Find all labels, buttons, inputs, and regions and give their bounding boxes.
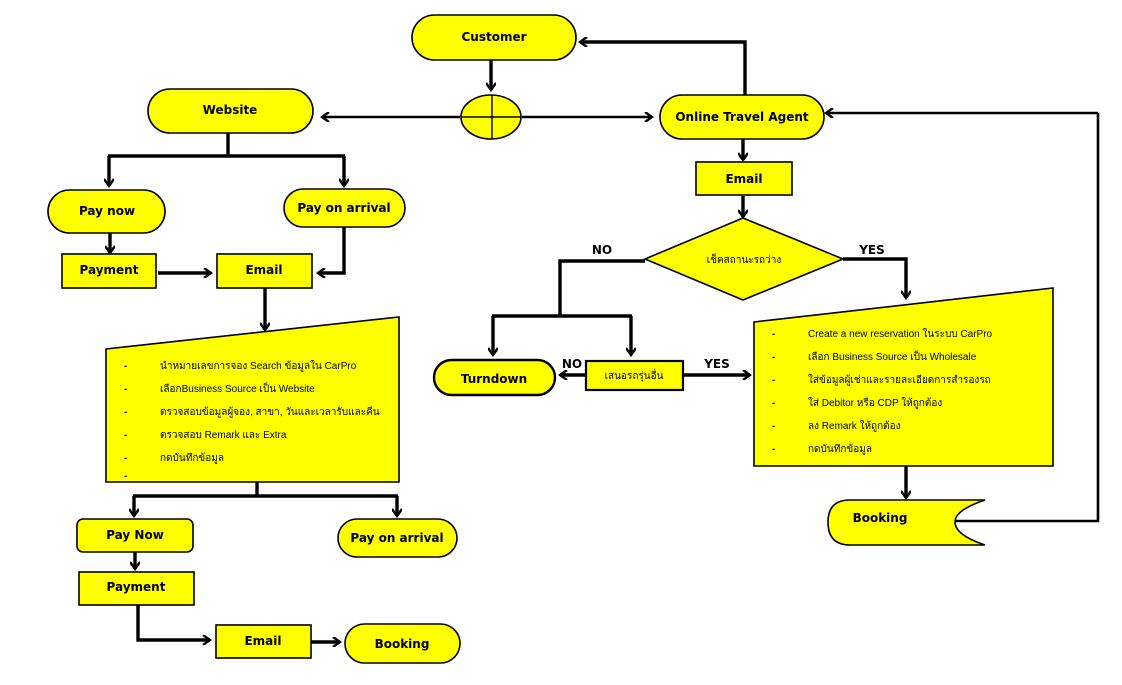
node-ota-email[interactable]: Email: [695, 161, 793, 196]
website-procedure-item: -กดบันทึกข้อมูล: [124, 453, 224, 464]
svg-text:Booking: Booking: [853, 511, 908, 525]
svg-text:เช็คสถานะรถว่าง: เช็คสถานะรถว่าง: [707, 252, 782, 266]
node-bottom-pay-on-arrival[interactable]: Pay on arrival: [337, 518, 458, 558]
svg-text:Website: Website: [203, 103, 258, 117]
node-customer[interactable]: Customer: [411, 14, 577, 61]
ota-procedure-item: -กดบันทึกข้อมูล: [772, 444, 872, 455]
svg-text:Payment: Payment: [80, 263, 139, 277]
svg-text:Email: Email: [725, 172, 762, 186]
node-turndown[interactable]: Turndown: [432, 358, 557, 397]
node-offer-other-model[interactable]: เสนอรถรุ่นอื่น: [584, 359, 685, 392]
svg-text:Pay on arrival: Pay on arrival: [297, 201, 390, 215]
node-web-payment[interactable]: Payment: [61, 253, 157, 289]
svg-text:Turndown: Turndown: [461, 372, 527, 386]
connector-ota-to-customer: [580, 42, 747, 95]
connector-decision-yes: [843, 257, 906, 298]
svg-text:เสนอรถรุ่นอื่น: เสนอรถรุ่นอื่น: [605, 368, 664, 382]
website-procedure-item: -นำหมายเลขการจอง Search ข้อมูลใน CarPro: [124, 361, 357, 372]
node-bottom-booking[interactable]: Booking: [344, 623, 461, 664]
website-procedure-item: -เลือกBusiness Source เป็น Website: [124, 384, 315, 395]
node-ota-booking[interactable]: Booking: [827, 499, 986, 546]
junction-symbol: [460, 94, 522, 140]
node-bottom-payment[interactable]: Payment: [78, 571, 195, 606]
connector-doc-split: [133, 482, 398, 498]
svg-text:Online Travel Agent: Online Travel Agent: [675, 110, 809, 124]
node-website[interactable]: Website: [147, 88, 314, 134]
ota-procedure-item: -ลง Remark ให้ถูกต้อง: [772, 421, 901, 432]
svg-text:Pay now: Pay now: [79, 204, 135, 218]
svg-text:Booking: Booking: [375, 637, 430, 651]
ota-procedure-list: -Create a new reservation ในระบบ CarPro …: [772, 323, 992, 461]
ota-procedure-document: [753, 287, 1054, 467]
website-procedure-item: -: [124, 471, 128, 482]
svg-text:Customer: Customer: [461, 30, 526, 44]
connector-bottom-payment-to-email: [136, 605, 210, 640]
offer-yes-label: YES: [703, 357, 730, 371]
node-online-travel-agent[interactable]: Online Travel Agent: [659, 94, 825, 140]
website-procedure-document: [105, 316, 400, 483]
svg-text:Email: Email: [245, 263, 282, 277]
svg-text:Email: Email: [244, 634, 281, 648]
ota-procedure-item: -ใส่ข้อมูลผู้เช่าและรายละเอียดการสำรองรถ: [772, 375, 991, 386]
svg-text:Payment: Payment: [107, 580, 166, 594]
decision-no-label: NO: [592, 243, 612, 257]
connector-booking-to-ota: [955, 113, 1100, 523]
connector-decision-no: [558, 259, 645, 316]
node-web-pay-on-arrival[interactable]: Pay on arrival: [283, 188, 406, 228]
svg-text:Pay Now: Pay Now: [106, 528, 164, 542]
ota-procedure-item: -ใส่ Debitor หรือ CDP ให้ถูกต้อง: [772, 398, 943, 409]
node-decision-check-availability[interactable]: เช็คสถานะรถว่าง: [642, 217, 846, 301]
website-procedure-item: -ตรวจสอบ Remark และ Extra: [124, 430, 287, 441]
connector-arrival-to-email: [318, 227, 346, 273]
node-bottom-email[interactable]: Email: [215, 624, 312, 659]
connector-website-split: [108, 133, 345, 158]
offer-no-label: NO: [562, 357, 582, 371]
decision-yes-label: YES: [858, 243, 885, 257]
ota-procedure-item: -Create a new reservation ในระบบ CarPro: [772, 329, 993, 340]
node-web-pay-now[interactable]: Pay now: [47, 189, 166, 234]
website-procedure-item: -ตรวจสอบข้อมูลผู้จอง, สาขา, วันและเวลารั…: [124, 407, 380, 418]
svg-text:Pay on arrival: Pay on arrival: [350, 531, 443, 545]
ota-procedure-item: -เลือก Business Source เป็น Wholesale: [772, 352, 977, 363]
node-bottom-pay-now[interactable]: Pay Now: [76, 518, 194, 553]
node-web-email[interactable]: Email: [216, 253, 313, 289]
website-procedure-list: -นำหมายเลขการจอง Search ข้อมูลใน CarPro …: [124, 355, 380, 484]
